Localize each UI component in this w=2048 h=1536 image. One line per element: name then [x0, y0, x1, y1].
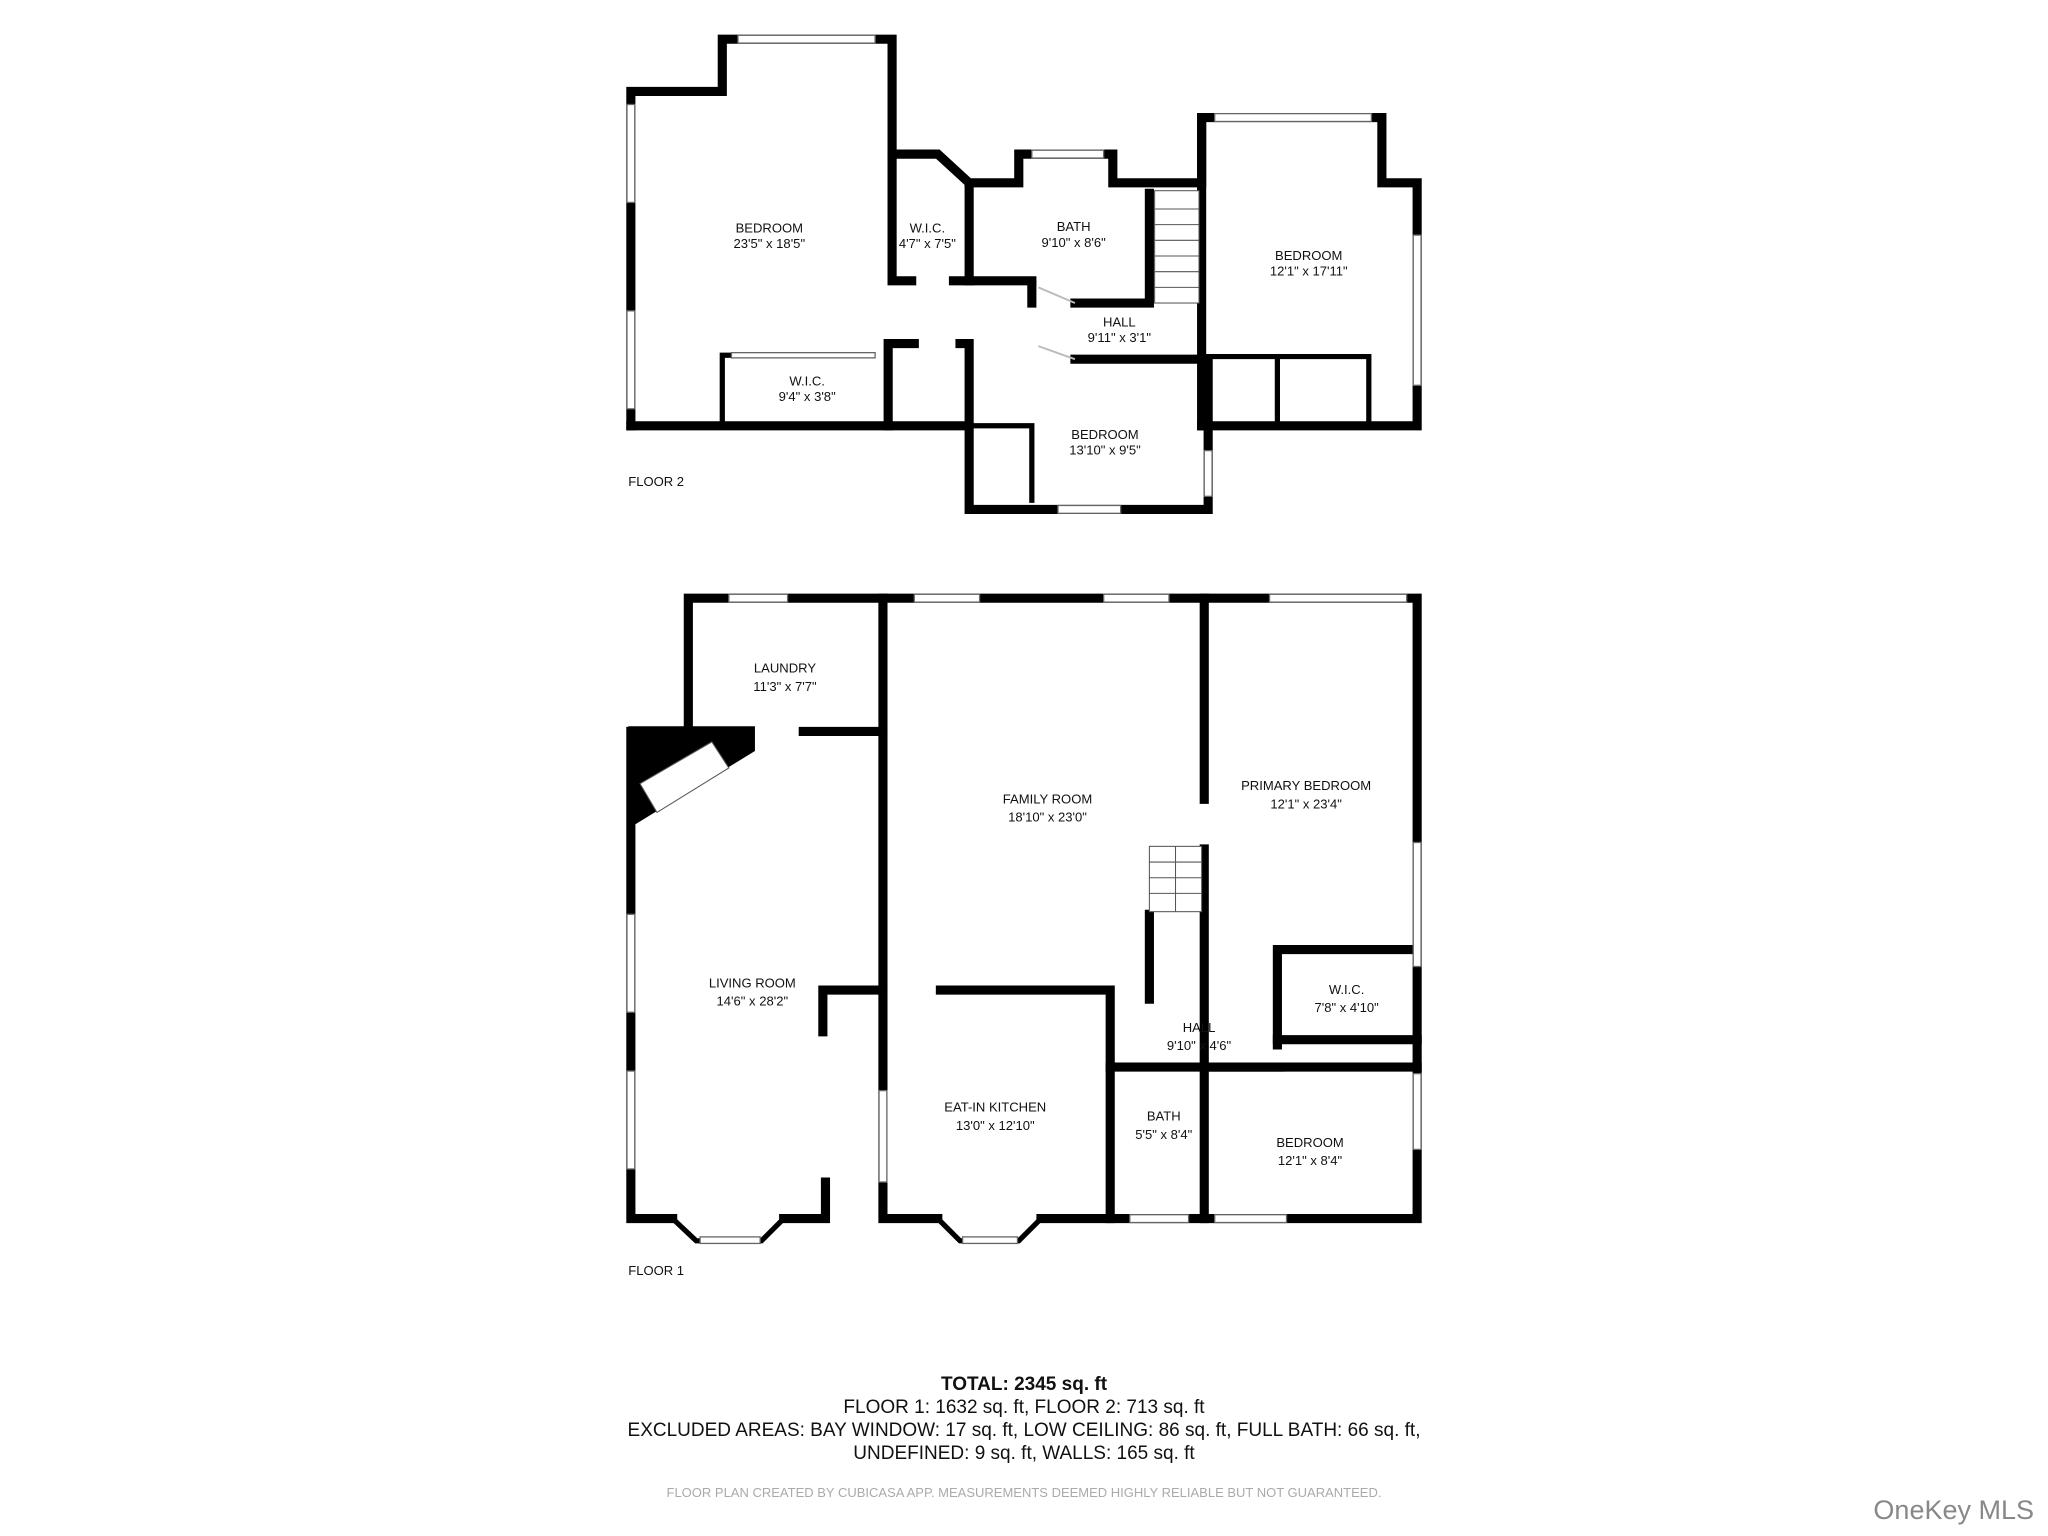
svg-text:W.I.C.9'4" x 3'8": W.I.C.9'4" x 3'8"	[779, 373, 836, 404]
room-size: 12'1" x 8'4"	[1278, 1153, 1343, 1168]
room-name: W.I.C.	[910, 220, 946, 235]
room-name: HALL	[1183, 1020, 1216, 1035]
excluded-areas-line-1: EXCLUDED AREAS: BAY WINDOW: 17 sq. ft, L…	[627, 1420, 1421, 1441]
room-size: 14'6" x 28'2"	[717, 994, 789, 1009]
svg-text:W.I.C.7'8" x 4'10": W.I.C. 7'8" x 4'10"	[1314, 982, 1379, 1015]
room-name: FAMILY ROOM	[1003, 791, 1092, 806]
floor-1-plan: LAUNDRY 11'3" x 7'7" FAMILY ROOM 18'10" x …	[626, 593, 1422, 1278]
room-size: 5'5" x 8'4"	[1135, 1127, 1192, 1142]
floor-2-windows	[626, 34, 1422, 514]
room-name: BEDROOM	[1071, 427, 1138, 442]
floor-2-walls	[626, 34, 1422, 514]
room-size: 11'3" x 7'7"	[753, 679, 817, 694]
room-name: BEDROOM	[736, 220, 803, 235]
total-area: TOTAL: 2345 sq. ft	[940, 1374, 1108, 1395]
room-name: BEDROOM	[1275, 248, 1342, 263]
excluded-areas-line-2: UNDEFINED: 9 sq. ft, WALLS: 165 sq. ft	[853, 1443, 1195, 1464]
room-name: PRIMARY BEDROOM	[1241, 778, 1371, 793]
floor-2-stairs	[1037, 190, 1200, 361]
room-name: EAT-IN KITCHEN	[944, 1100, 1046, 1115]
room-name: W.I.C.	[789, 373, 825, 388]
room-size: 9'10" x 4'6"	[1167, 1038, 1232, 1053]
room-name: W.I.C.	[1329, 982, 1365, 997]
floor-2-label: FLOOR 2	[628, 474, 684, 489]
floor-1-room-labels: LAUNDRY 11'3" x 7'7" FAMILY ROOM 18'10" x …	[709, 661, 1379, 1168]
room-size: 23'5" x 18'5"	[734, 236, 806, 251]
room-name: LIVING ROOM	[709, 975, 796, 990]
room-size: 18'10" x 23'0"	[1008, 810, 1087, 825]
room-name: LAUNDRY	[754, 661, 816, 676]
room-name: BATH	[1147, 1109, 1181, 1124]
floor-1-label: FLOOR 1	[628, 1263, 684, 1278]
room-size: 9'11" x 3'1"	[1088, 330, 1152, 345]
room-name: BATH	[1057, 219, 1091, 234]
room-size: 13'10" x 9'5"	[1069, 443, 1141, 458]
room-size: 13'0" x 12'10"	[956, 1118, 1035, 1133]
room-size: 9'10" x 8'6"	[1041, 235, 1106, 250]
floor-1-windows	[626, 593, 1422, 1245]
area-summary: TOTAL: 2345 sq. ft FLOOR 1: 1632 sq. ft,…	[0, 1373, 2048, 1465]
floor-areas: FLOOR 1: 1632 sq. ft, FLOOR 2: 713 sq. f…	[843, 1397, 1205, 1418]
floor-1-stairs	[639, 741, 1203, 913]
room-size: 7'8" x 4'10"	[1314, 1000, 1379, 1015]
room-size: 9'4" x 3'8"	[779, 389, 836, 404]
room-name: BEDROOM	[1276, 1135, 1343, 1150]
disclaimer: FLOOR PLAN CREATED BY CUBICASA APP. MEAS…	[666, 1485, 1382, 1500]
room-size: 12'1" x 17'11"	[1270, 264, 1348, 279]
watermark-logo: OneKey MLS	[1873, 1495, 2034, 1525]
room-size: 4'7" x 7'5"	[899, 236, 956, 251]
room-name: HALL	[1103, 315, 1136, 330]
svg-text:W.I.C.4'7" x 7'5": W.I.C.4'7" x 7'5"	[899, 220, 956, 251]
room-size: 12'1" x 23'4"	[1270, 796, 1342, 811]
